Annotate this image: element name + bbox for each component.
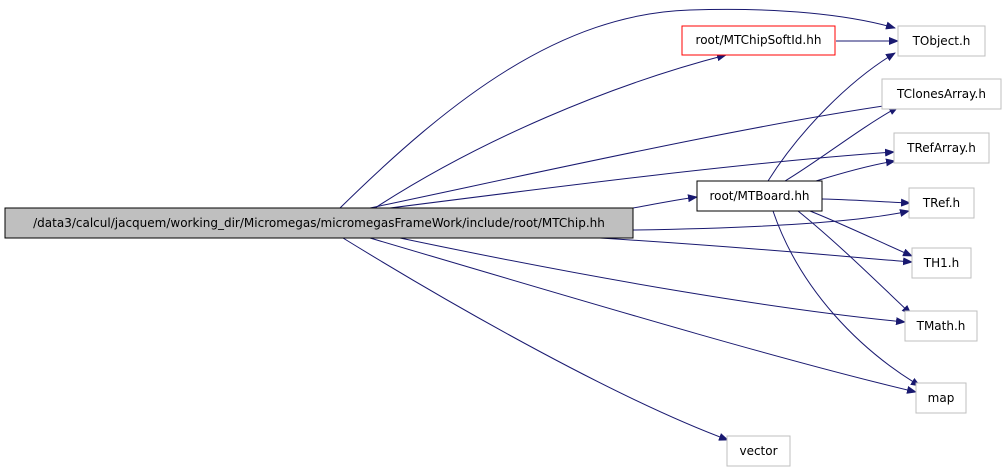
edge-mtchip-to-tmath bbox=[399, 237, 906, 326]
edge-mtchip-to-th1 bbox=[599, 237, 913, 266]
edge-mtchip-to-tref bbox=[632, 209, 910, 231]
edge-mtboard-to-th1 bbox=[809, 210, 913, 257]
edge-mtboard-to-tref bbox=[821, 198, 911, 207]
node-map-label: map bbox=[928, 391, 955, 405]
node-tmath[interactable]: TMath.h bbox=[904, 310, 978, 342]
edge-mtboard-to-tobject bbox=[767, 52, 896, 182]
edge-mtboard-to-tclonesarray bbox=[784, 106, 899, 182]
node-tref-label: TRef.h bbox=[922, 196, 960, 210]
node-vector[interactable]: vector bbox=[726, 435, 791, 467]
node-mtchipsoftid[interactable]: root/MTChipSoftId.hh bbox=[681, 25, 836, 56]
edge-mtchip-to-vector bbox=[342, 237, 729, 441]
edge-mtboard-to-trefarray bbox=[815, 158, 896, 182]
node-mtboard[interactable]: root/MTBoard.hh bbox=[696, 180, 823, 212]
node-tobject[interactable]: TObject.h bbox=[897, 25, 986, 57]
node-mtboard-label: root/MTBoard.hh bbox=[709, 189, 809, 203]
node-tclonesarray-label: TClonesArray.h bbox=[896, 87, 986, 101]
node-trefarray-label: TRefArray.h bbox=[906, 141, 976, 155]
edge-mtchip-to-trefarray bbox=[389, 148, 895, 209]
node-vector-label: vector bbox=[739, 444, 777, 458]
edge-mtchip-to-tobject bbox=[339, 8, 896, 209]
node-tclonesarray[interactable]: TClonesArray.h bbox=[881, 78, 1002, 110]
node-tref[interactable]: TRef.h bbox=[908, 187, 975, 219]
node-mtchipsoftid-label: root/MTChipSoftId.hh bbox=[696, 33, 822, 47]
node-th1[interactable]: TH1.h bbox=[911, 247, 972, 279]
edge-mtchip-to-tclonesarray bbox=[369, 101, 898, 209]
node-map[interactable]: map bbox=[915, 382, 967, 414]
edge-mtboard-to-map bbox=[772, 210, 921, 387]
node-th1-label: TH1.h bbox=[923, 256, 959, 270]
node-mtchip[interactable]: /data3/calcul/jacquem/working_dir/Microm… bbox=[4, 207, 634, 239]
dependency-nodes: /data3/calcul/jacquem/working_dir/Microm… bbox=[4, 25, 1002, 467]
node-mtchip-label: /data3/calcul/jacquem/working_dir/Microm… bbox=[33, 216, 605, 230]
edge-mtchip-to-mtboard bbox=[632, 194, 698, 209]
edge-mtboard-to-tmath bbox=[797, 210, 912, 315]
node-tobject-label: TObject.h bbox=[912, 34, 971, 48]
edge-mtchip-to-mtchipsoftid bbox=[374, 53, 727, 209]
edge-mtchip-to-map bbox=[369, 237, 917, 394]
dependency-edges bbox=[339, 8, 921, 441]
node-trefarray[interactable]: TRefArray.h bbox=[893, 132, 990, 164]
node-tmath-label: TMath.h bbox=[916, 319, 966, 333]
